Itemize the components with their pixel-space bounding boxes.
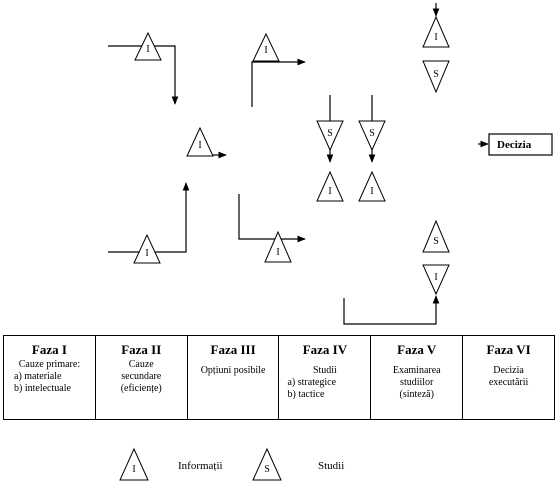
phase-cell-6: Faza VI Decizia executării: [462, 335, 555, 420]
phase-text: executării: [488, 377, 529, 388]
info-triangle-icon: I: [133, 233, 161, 264]
phase-text: studiilor: [400, 377, 434, 388]
svg-text:I: I: [370, 186, 373, 197]
svg-text:Decizia: Decizia: [497, 139, 532, 151]
info-triangle-icon: I: [422, 264, 450, 296]
phases-table: Faza I Cauze primare: a) materiale b) in…: [3, 335, 555, 420]
phase-title: Faza III: [210, 342, 256, 357]
phase-cell-1: Faza I Cauze primare: a) materiale b) in…: [3, 335, 96, 420]
info-triangle-icon: I: [316, 170, 344, 202]
svg-text:I: I: [328, 186, 331, 197]
phase-cell-2: Faza II Cauze secundare (eficiențe): [94, 335, 188, 420]
phase-title: Faza IV: [302, 342, 348, 357]
legend-info-label: Informații: [178, 460, 223, 472]
flow-line-synthesis-loop: [343, 295, 440, 325]
phase-text: b) intelectuale: [14, 383, 71, 394]
phase-cell-3: Faza III Opțiuni posibile: [186, 335, 280, 420]
svg-text:I: I: [434, 32, 437, 43]
svg-text:I: I: [276, 247, 279, 258]
phase-text: a) strategice: [287, 377, 337, 388]
flow-line-option-upper: [251, 58, 306, 107]
phase-text: secundare: [121, 371, 162, 382]
svg-text:S: S: [369, 128, 375, 139]
phase-text: Cauze: [128, 359, 154, 370]
study-triangle-icon: S: [358, 120, 386, 152]
flow-line-bottom-input: [108, 182, 190, 253]
phase-text: Opțiuni posibile: [200, 365, 266, 376]
phase-text: Cauze primare:: [18, 359, 81, 370]
svg-text:I: I: [132, 464, 135, 475]
phase-title: Faza I: [31, 342, 67, 357]
phase-text: Examinarea: [392, 365, 441, 376]
phase-title: Faza II: [121, 342, 162, 357]
study-triangle-icon: S: [316, 120, 344, 152]
svg-text:S: S: [264, 464, 270, 475]
phase-text: b) tactice: [287, 389, 325, 400]
phase-text: (sinteză): [399, 389, 434, 400]
legend-info-triangle-icon: I: [119, 447, 149, 481]
info-triangle-icon: I: [134, 31, 162, 61]
phases-row: Faza I Cauze primare: a) materiale b) in…: [3, 335, 555, 420]
phase-cell-4: Faza IV Studii a) strategice b) tactice: [278, 335, 372, 420]
legend-study-triangle-icon: S: [252, 447, 282, 481]
phase-title: Faza V: [397, 342, 437, 357]
phase-text: Decizia: [493, 365, 524, 376]
phase-text: a) materiale: [14, 371, 62, 382]
svg-text:I: I: [198, 140, 201, 151]
flow-line-top-input: [108, 45, 179, 105]
info-triangle-icon: I: [264, 230, 292, 263]
svg-text:I: I: [146, 44, 149, 55]
phase-text: (eficiențe): [120, 383, 162, 394]
flow-line-option-lower: [238, 194, 306, 243]
info-triangle-icon: I: [186, 126, 214, 157]
svg-text:S: S: [433, 69, 439, 80]
phase-text: Studii: [312, 365, 337, 376]
svg-text:I: I: [264, 45, 267, 56]
svg-text:I: I: [145, 248, 148, 259]
info-triangle-icon: I: [422, 15, 450, 48]
phase-title: Faza VI: [486, 342, 531, 357]
info-triangle-icon: I: [358, 170, 386, 202]
phase-cell-5: Faza V Examinarea studiilor (sinteză): [370, 335, 464, 420]
svg-text:I: I: [434, 272, 437, 283]
study-triangle-icon: S: [422, 60, 450, 94]
study-triangle-icon: S: [422, 219, 450, 253]
legend-studii-label: Studii: [318, 460, 345, 472]
svg-text:S: S: [327, 128, 333, 139]
svg-text:S: S: [433, 236, 439, 247]
info-triangle-icon: I: [252, 32, 280, 62]
decision-box: Decizia: [488, 133, 553, 156]
